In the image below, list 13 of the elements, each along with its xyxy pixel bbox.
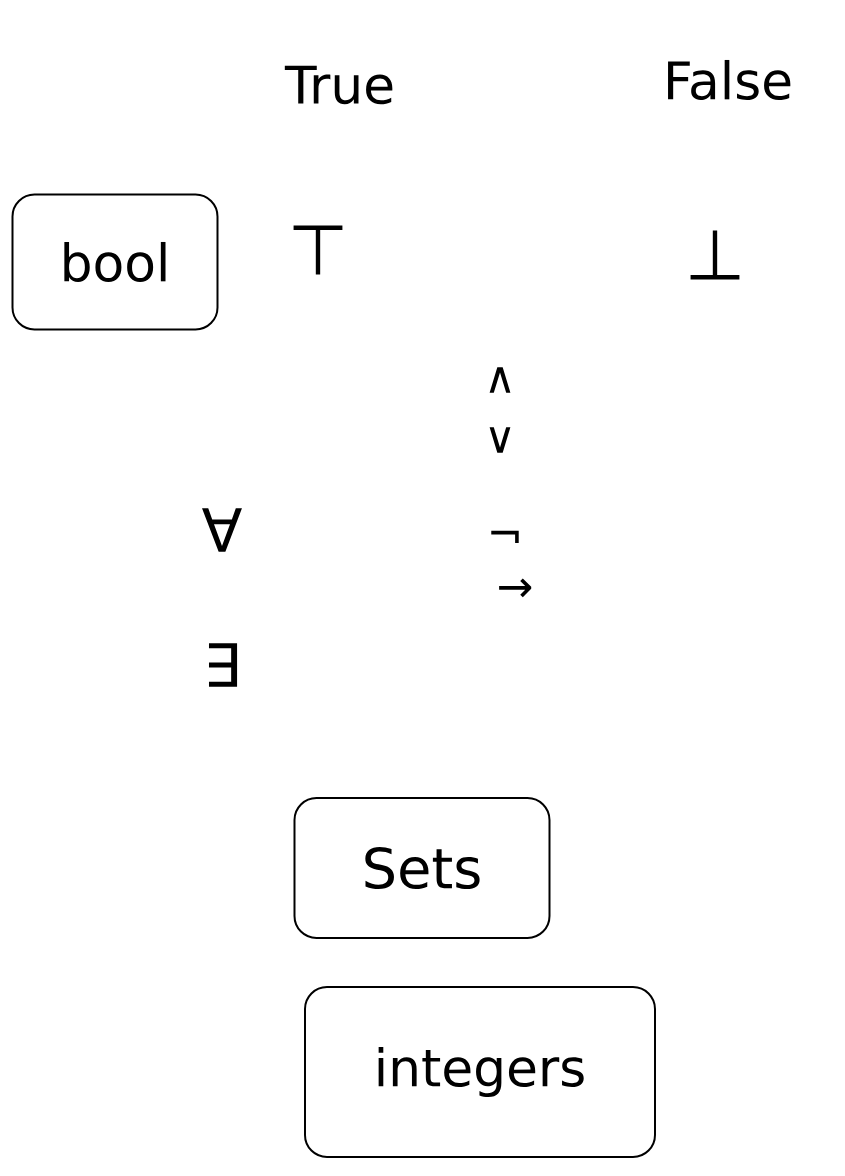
handwritten-label: → [499,578,532,598]
handwritten-label: ∃ [209,643,238,687]
handwritten-label: ¬ [491,530,519,544]
rounded-box: bool [11,193,219,331]
handwritten-label: ∀ [202,508,242,552]
rounded-box: Sets [293,797,551,939]
handwritten-label: ∧ [489,367,511,393]
handwritten-label: ∨ [489,427,511,453]
handwritten-label: ⊤ [293,225,343,275]
handwritten-label: False [668,59,791,101]
handwritten-label: ⊥ [690,230,740,280]
rounded-box: integers [304,986,656,1158]
handwritten-label: True [284,65,393,105]
